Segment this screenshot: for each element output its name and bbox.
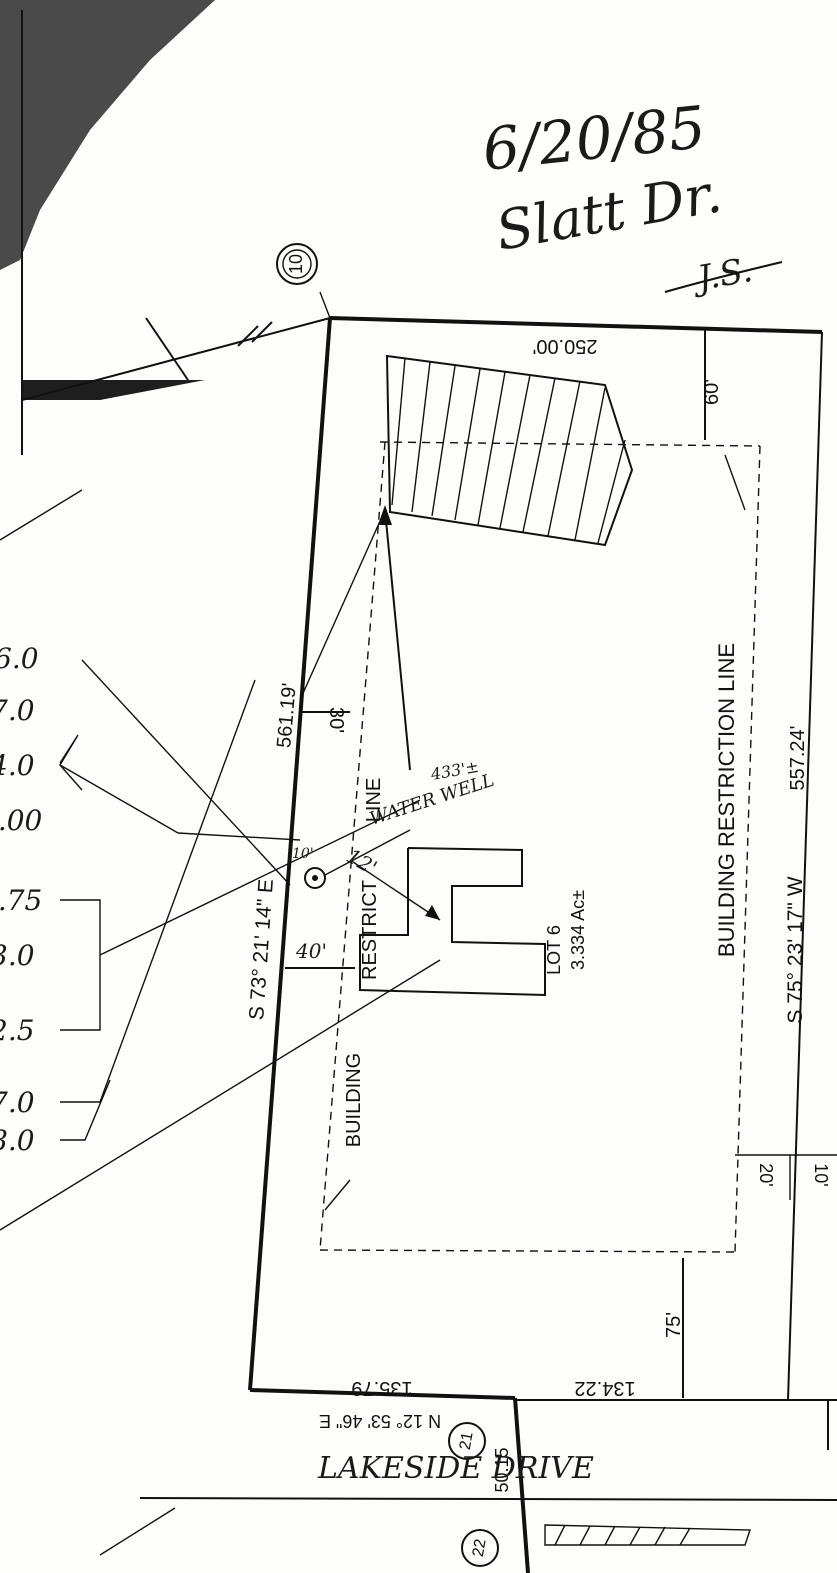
offset-40: 40' — [295, 939, 327, 963]
survey-point-21: 21 — [448, 1422, 486, 1460]
lot-label: LOT 6 — [544, 925, 564, 975]
lot-boundary — [248, 316, 837, 1573]
svg-text:22: 22 — [470, 1538, 490, 1559]
elevation-value: 3.00 — [0, 804, 42, 837]
initials-note: J.S. — [689, 250, 756, 300]
setback-top: 60' — [701, 379, 723, 405]
water-well-icon — [304, 867, 326, 889]
setback-right: 20' — [756, 1163, 776, 1186]
setback-right-2: 10' — [811, 1163, 831, 1186]
acreage-label: 3.334 Ac± — [568, 890, 588, 970]
south-line-b: 134.22 — [574, 1377, 635, 1399]
elevation-value: 6.0 — [0, 642, 39, 675]
elevation-values: 6.0 7.0 4.0 3.00 2.75 3.0 2.5 7.0 8.0 — [0, 642, 42, 1157]
dimension-arrows — [285, 330, 746, 1398]
plat-labels: 250.00' 60' 561.19' 30' S 73° 21' 14" E … — [245, 335, 831, 1493]
svg-text:21: 21 — [457, 1431, 477, 1452]
setback-bottom: 75' — [663, 1312, 685, 1338]
south-line-a: 135.79 — [351, 1377, 412, 1399]
elevation-value: 2.5 — [0, 1014, 35, 1047]
elevation-value: 3.0 — [0, 939, 35, 972]
arc-label: 50.15 — [492, 1447, 512, 1492]
house-footprint — [359, 847, 546, 997]
brl-left-restrict: RESTRICT — [359, 880, 381, 980]
svg-text:10: 10 — [286, 254, 306, 274]
setback-left: 30' — [325, 707, 347, 733]
survey-point-22: 22 — [461, 1529, 499, 1567]
survey-point-10: 10 — [276, 243, 318, 285]
elevation-leaders — [0, 489, 441, 1556]
elevation-value: 7.0 — [0, 694, 35, 727]
offset-small: 10' — [292, 846, 314, 862]
east-line-length: 557.24' — [787, 726, 809, 791]
east-bearing: S 75° 23' 17" W — [784, 876, 807, 1023]
elevation-value: 4.0 — [0, 749, 35, 782]
brl-right: BUILDING RESTRICTION LINE — [714, 643, 739, 957]
brl-left-building: BUILDING — [343, 1053, 365, 1147]
scan-smudge — [0, 0, 215, 455]
top-line-length: 250.00' — [533, 335, 598, 357]
northwest-line — [21, 291, 331, 401]
building-restriction-line — [319, 441, 837, 1253]
south-bearing: N 12° 53' 46" E — [319, 1411, 441, 1431]
handwritten-annotation: 6/20/85 Slatt Dr. J.S. — [479, 93, 783, 300]
elevation-value: 7.0 — [0, 1086, 35, 1119]
street-name: LAKESIDE DRIVE — [317, 1451, 594, 1486]
street: LAKESIDE DRIVE — [139, 1451, 837, 1546]
west-bearing: S 73° 21' 14" E — [245, 878, 278, 1021]
elevation-value: 2.75 — [0, 884, 42, 917]
brl-left-line: LINE — [363, 778, 385, 822]
elevation-value: 8.0 — [0, 1124, 35, 1157]
hatched-area — [385, 354, 634, 547]
